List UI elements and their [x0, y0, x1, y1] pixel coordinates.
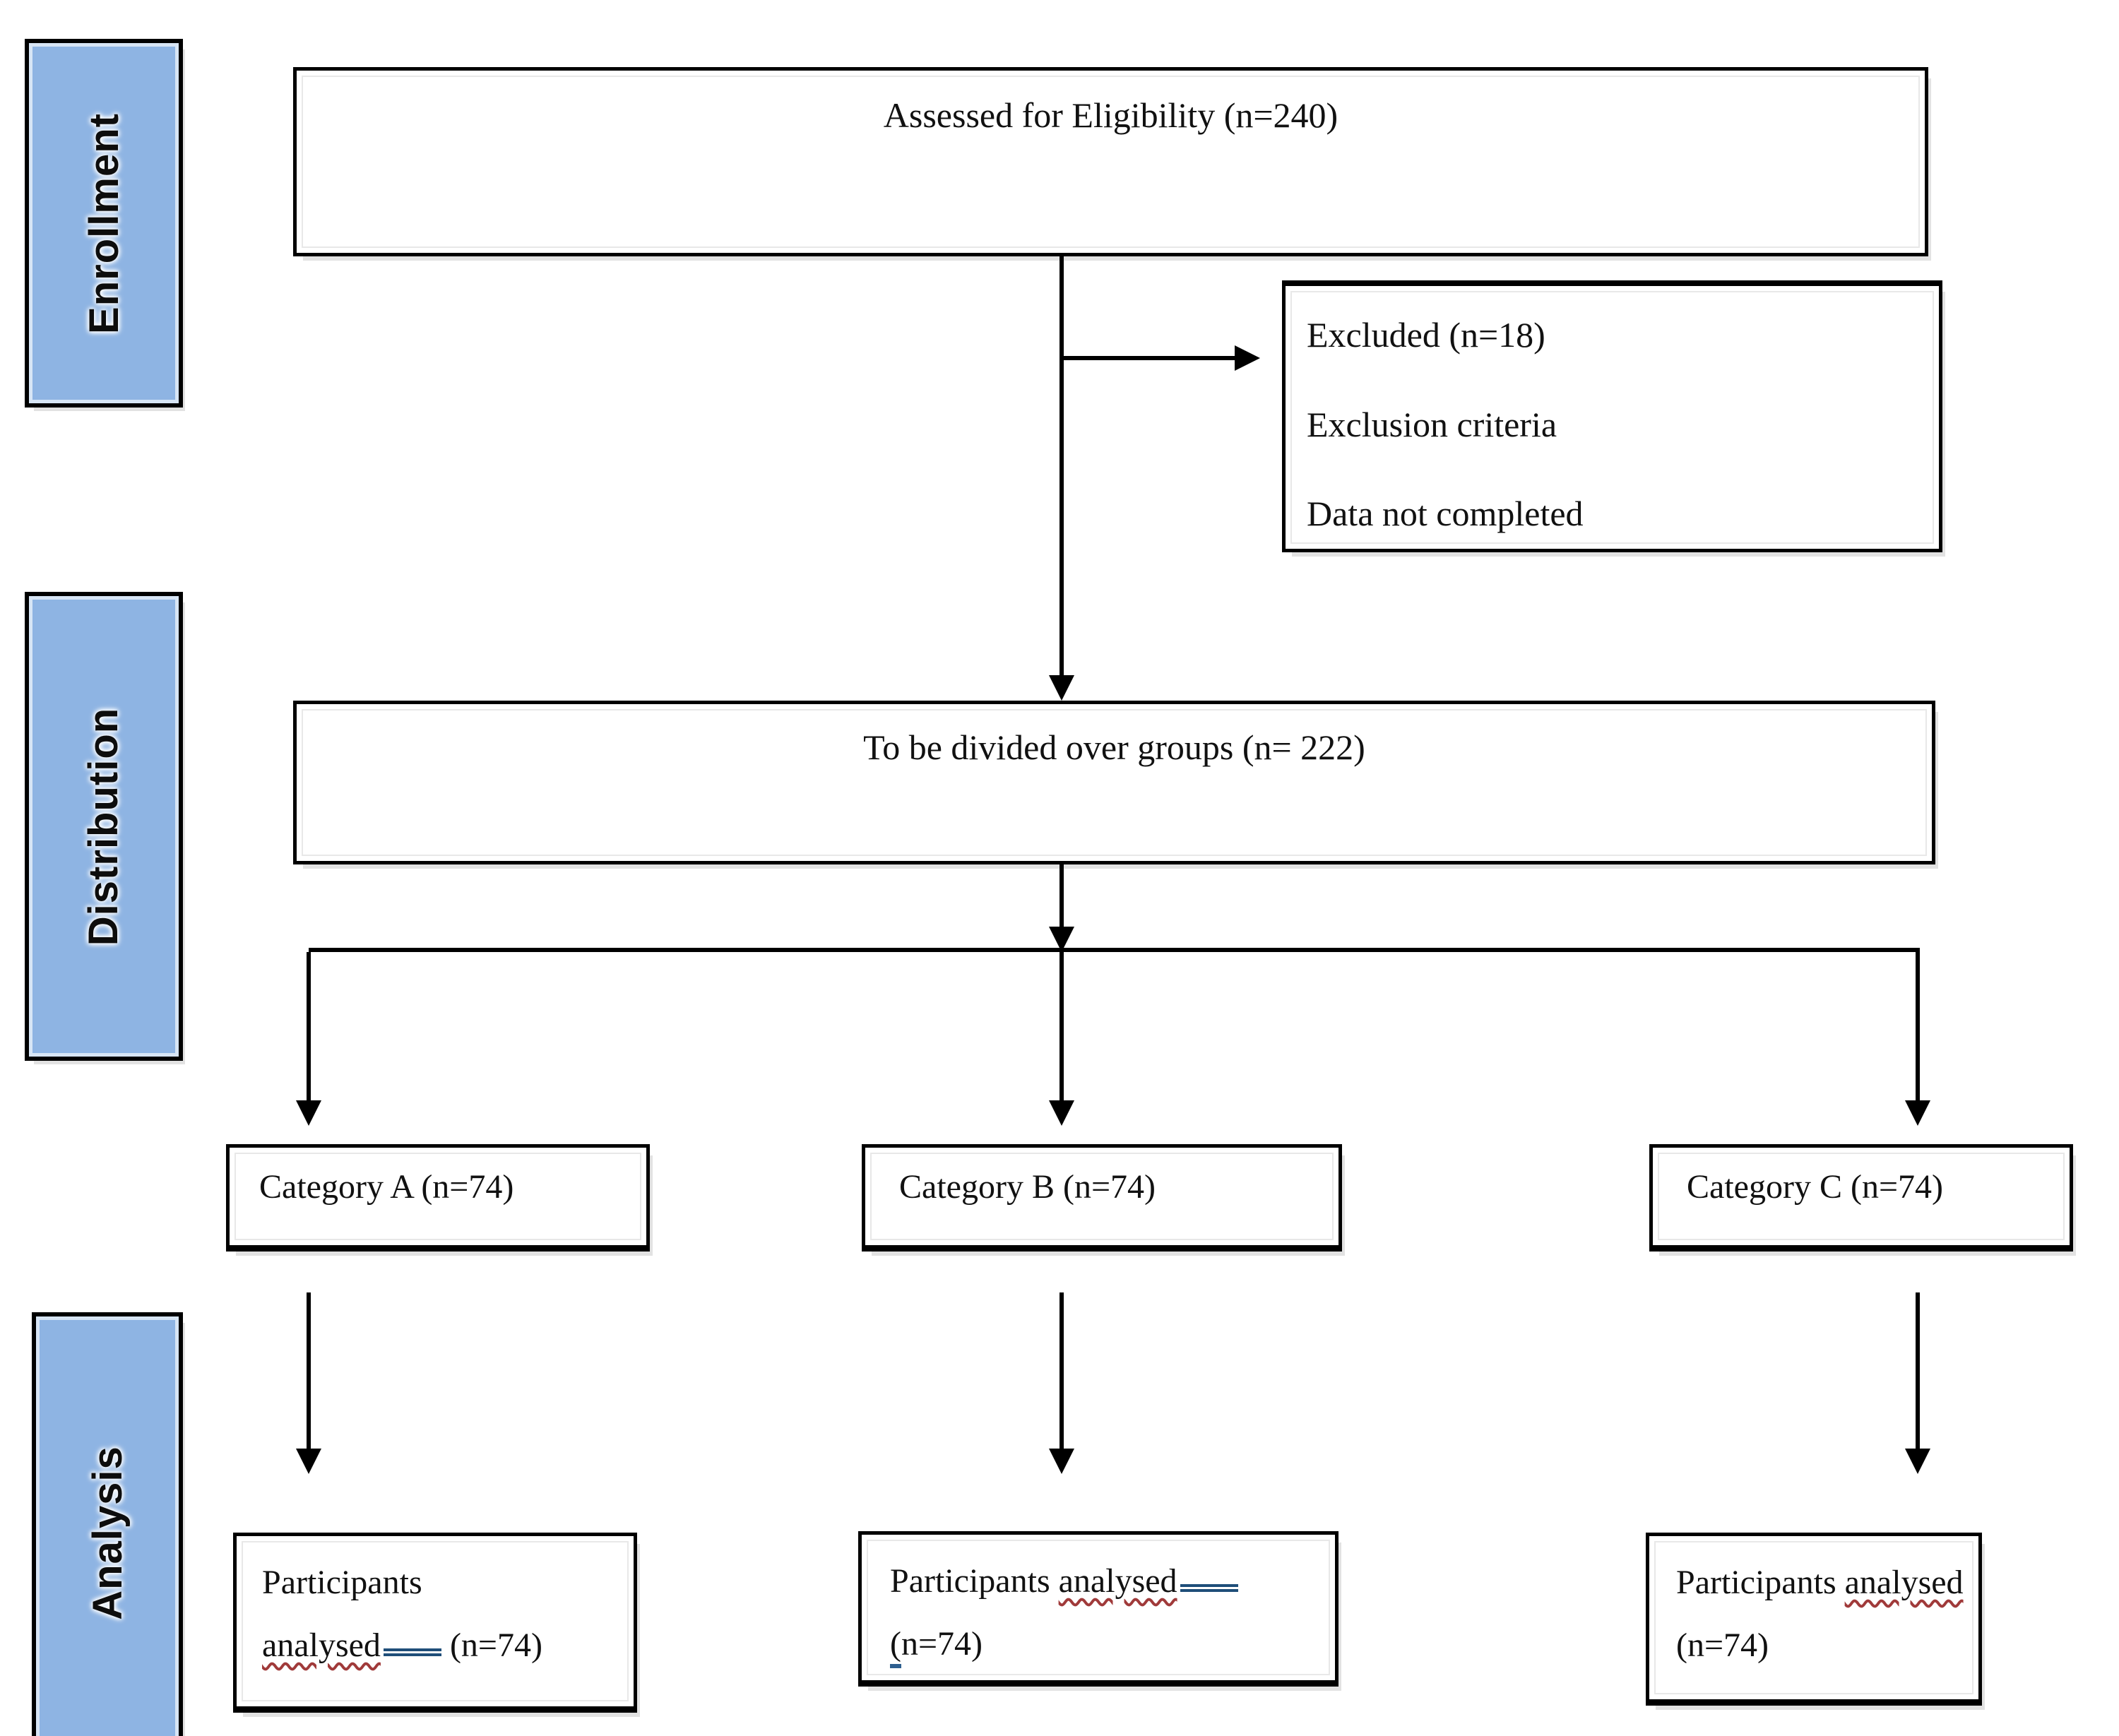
participants-analysed-b-word: analysed	[1058, 1562, 1177, 1600]
stage-analysis-label: Analysis	[84, 1445, 131, 1620]
category-b-text: Category B (n=74)	[899, 1168, 1156, 1206]
arrow-to-excluded	[1062, 356, 1235, 360]
divided-over-groups-box: To be divided over groups (n= 222)	[293, 701, 1935, 864]
stage-distribution: Distribution	[25, 592, 183, 1061]
stage-enrollment-label: Enrollment	[81, 112, 127, 334]
category-c-box: Category C (n=74)	[1649, 1144, 2073, 1252]
participants-analysed-c-count: (n=74)	[1676, 1626, 1769, 1664]
excluded-box: Excluded (n=18) Exclusion criteria Data …	[1282, 280, 1942, 552]
participants-analysed-a-line1: Participants	[262, 1564, 422, 1601]
participants-analysed-c-word: analysed	[1844, 1564, 1964, 1601]
participants-analysed-a-box: Participants analysed (n=74)	[233, 1533, 637, 1713]
assessed-for-eligibility-text: Assessed for Eligibility (n=240)	[883, 95, 1339, 135]
participants-analysed-b-paren: (	[890, 1624, 901, 1668]
stage-analysis: Analysis	[32, 1312, 183, 1736]
category-a-box: Category A (n=74)	[226, 1144, 650, 1252]
participants-analysed-b-count: n=74)	[901, 1624, 983, 1663]
grammar-mark-b	[1180, 1563, 1238, 1592]
arrow-to-excluded-arrowhead	[1235, 345, 1260, 371]
arrow-category-a-to-analysed	[307, 1292, 311, 1449]
participants-analysed-b-line1-prefix: Participants	[890, 1562, 1050, 1600]
arrow-branch-to-category-b	[1060, 952, 1064, 1100]
arrow-branch-to-category-c	[1916, 952, 1920, 1100]
divided-over-groups-text: To be divided over groups (n= 222)	[863, 727, 1365, 767]
category-c-text: Category C (n=74)	[1687, 1168, 1943, 1206]
arrow-assessed-to-divided	[1060, 256, 1064, 675]
excluded-line-3: Data not completed	[1307, 494, 1584, 533]
category-a-text: Category A (n=74)	[259, 1168, 514, 1206]
assessed-for-eligibility-box: Assessed for Eligibility (n=240)	[293, 67, 1928, 256]
category-b-box: Category B (n=74)	[862, 1144, 1342, 1252]
excluded-line-2: Exclusion criteria	[1307, 404, 1557, 444]
arrow-branch-to-category-a	[307, 952, 311, 1100]
participants-analysed-c-line1-prefix: Participants	[1676, 1564, 1836, 1601]
arrow-category-c-to-analysed-arrowhead	[1905, 1449, 1930, 1474]
participants-analysed-b-box: Participants analysed (n=74)	[858, 1531, 1339, 1687]
arrow-category-b-to-analysed	[1060, 1292, 1064, 1449]
arrow-branch-to-category-c-arrowhead	[1905, 1100, 1930, 1126]
arrow-divided-to-branch	[1060, 864, 1064, 927]
arrow-branch-to-category-a-arrowhead	[296, 1100, 321, 1126]
branch-line	[309, 948, 1920, 952]
arrow-category-c-to-analysed	[1916, 1292, 1920, 1449]
participants-analysed-c-box: Participants analysed (n=74)	[1646, 1533, 1982, 1706]
participants-analysed-a-word: analysed	[262, 1626, 381, 1664]
participants-analysed-a-count: (n=74)	[449, 1626, 542, 1664]
arrow-branch-to-category-b-arrowhead	[1049, 1100, 1074, 1126]
arrow-assessed-to-divided-arrowhead	[1049, 675, 1074, 701]
arrow-category-b-to-analysed-arrowhead	[1049, 1449, 1074, 1474]
stage-enrollment: Enrollment	[25, 39, 183, 408]
arrow-category-a-to-analysed-arrowhead	[296, 1449, 321, 1474]
stage-distribution-label: Distribution	[81, 707, 127, 946]
grammar-mark-a	[383, 1627, 441, 1656]
excluded-line-1: Excluded (n=18)	[1307, 315, 1545, 355]
